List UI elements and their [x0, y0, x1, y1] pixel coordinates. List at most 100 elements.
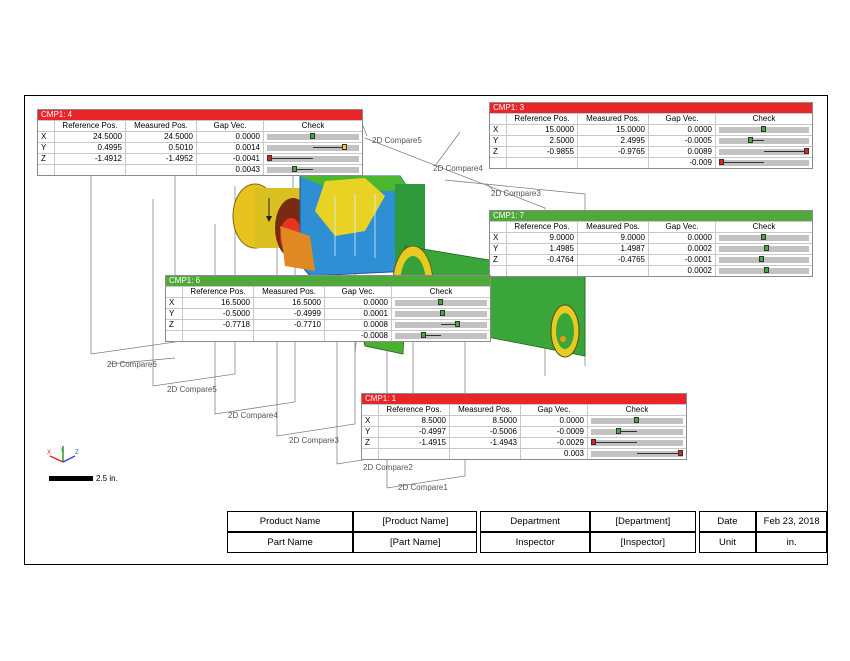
check-marker — [763, 267, 769, 273]
column-header — [490, 113, 507, 125]
value-cell: 0.0000 — [196, 131, 264, 143]
cmp-total-row: -0.009 — [490, 157, 812, 168]
check-bar-line — [618, 431, 637, 432]
cmp-header: CMP1: 7 — [490, 211, 812, 221]
check-marker — [439, 310, 445, 316]
compare-label: 2D Compare4 — [433, 164, 483, 173]
axis-cell: Z — [490, 146, 507, 158]
check-marker — [267, 155, 272, 161]
column-header: Check — [391, 286, 490, 298]
axis-cell: X — [38, 131, 55, 143]
axis-cell: Z — [362, 437, 379, 449]
value-cell: -1.4912 — [54, 153, 126, 165]
empty-cell — [182, 330, 254, 341]
column-header: Check — [263, 120, 362, 132]
value-cell: -0.7710 — [253, 319, 325, 331]
check-cell — [391, 330, 490, 341]
value-cell: -1.4943 — [449, 437, 521, 449]
check-cell — [587, 426, 686, 438]
total-gap-cell: -0.0008 — [324, 330, 392, 341]
cmp-header: CMP1: 1 — [362, 394, 686, 404]
check-bar — [591, 439, 683, 446]
column-header: Measured Pos. — [125, 120, 197, 132]
check-marker — [421, 332, 427, 338]
value-cell: 0.0000 — [324, 297, 392, 309]
date-value: Feb 23, 2018 — [756, 511, 827, 532]
column-header: Reference Pos. — [54, 120, 126, 132]
value-cell: 2.4995 — [577, 135, 649, 147]
column-header: Reference Pos. — [182, 286, 254, 298]
check-bar-line — [441, 324, 458, 325]
column-header: Measured Pos. — [577, 221, 649, 233]
check-marker — [310, 133, 315, 139]
cmp-header-row: Reference Pos.Measured Pos.Gap Vec.Check — [362, 404, 686, 416]
check-bar-line — [267, 158, 313, 159]
axis-triad: Y X Z — [47, 446, 79, 463]
check-marker — [748, 137, 754, 143]
empty-cell — [378, 448, 450, 459]
cmp-header: CMP1: 4 — [38, 110, 362, 120]
axis-cell: Z — [166, 319, 183, 331]
empty-cell — [506, 265, 578, 276]
axis-cell: Y — [38, 142, 55, 154]
value-cell: 0.0002 — [648, 243, 716, 255]
scale-bar-label: 2.5 in. — [96, 474, 118, 483]
inspector-label: Inspector — [480, 532, 590, 553]
empty-cell — [362, 448, 379, 459]
check-bar-line — [751, 140, 764, 141]
check-marker — [678, 450, 683, 456]
check-marker — [719, 159, 724, 165]
check-bar-line — [764, 151, 808, 152]
check-bar-line — [591, 442, 637, 443]
empty-cell — [490, 265, 507, 276]
cmp-grid: Reference Pos.Measured Pos.Gap Vec.Check… — [490, 113, 812, 168]
unit-value: in. — [756, 532, 827, 553]
value-cell: 0.0008 — [324, 319, 392, 331]
check-bar — [719, 126, 809, 133]
check-bar — [719, 148, 809, 155]
axis-cell: Z — [490, 254, 507, 266]
total-gap-cell: -0.009 — [648, 157, 716, 168]
value-cell: -0.7718 — [182, 319, 254, 331]
check-cell — [391, 297, 490, 309]
check-marker — [454, 321, 460, 327]
check-marker — [291, 166, 297, 172]
cmp-header-row: Reference Pos.Measured Pos.Gap Vec.Check — [490, 221, 812, 233]
check-bar — [719, 137, 809, 144]
column-header — [362, 404, 379, 416]
check-marker — [634, 417, 639, 423]
check-cell — [391, 308, 490, 320]
check-cell — [715, 157, 812, 168]
axis-x-label: X — [47, 450, 51, 456]
compare-label: 2D Compare5 — [167, 385, 217, 394]
value-cell: 0.0000 — [648, 232, 716, 244]
check-bar — [395, 299, 487, 306]
column-header: Gap Vec. — [648, 113, 716, 125]
check-bar — [719, 159, 809, 166]
axis-y-label: Y — [60, 448, 64, 454]
column-header: Measured Pos. — [253, 286, 325, 298]
column-header: Reference Pos. — [506, 113, 578, 125]
check-cell — [263, 164, 362, 175]
value-cell: -0.9765 — [577, 146, 649, 158]
value-cell: 24.5000 — [54, 131, 126, 143]
check-bar — [719, 256, 809, 263]
cmp-table-cmp1-4: CMP1: 4 Reference Pos.Measured Pos.Gap V… — [37, 109, 363, 176]
empty-cell — [490, 157, 507, 168]
date-label: Date — [698, 511, 757, 532]
check-bar — [267, 155, 359, 162]
axis-cell: Y — [362, 426, 379, 438]
check-marker — [342, 144, 348, 150]
axis-cell: Y — [490, 135, 507, 147]
total-gap-cell: 0.003 — [520, 448, 588, 459]
column-header: Gap Vec. — [324, 286, 392, 298]
scale-bar-line — [49, 476, 93, 482]
inspector-value: [Inspector] — [589, 532, 696, 553]
check-bar-line — [637, 453, 682, 454]
check-cell — [263, 131, 362, 143]
column-header: Gap Vec. — [196, 120, 264, 132]
